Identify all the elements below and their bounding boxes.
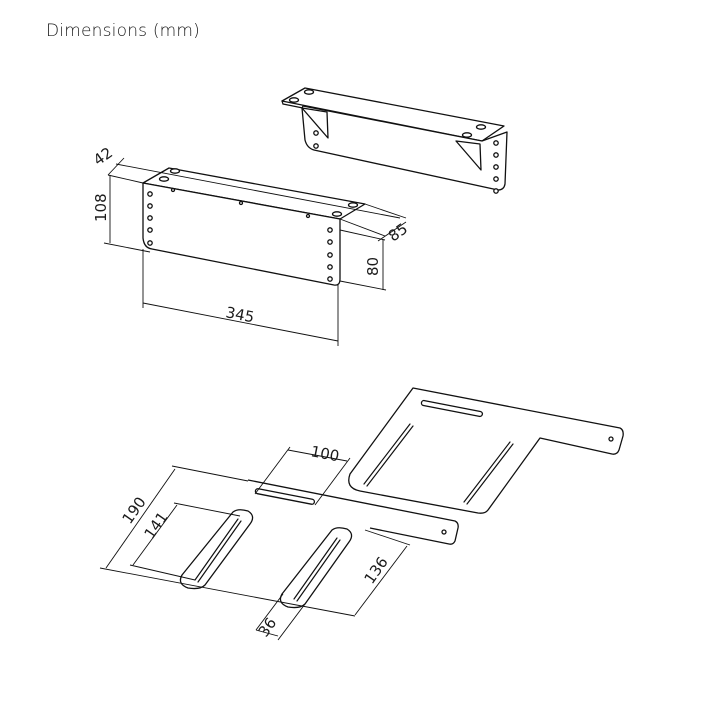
plate-3d-view bbox=[348, 387, 624, 514]
page-title: Dimensions (mm) bbox=[46, 21, 201, 41]
dim-slot-length: 100 bbox=[309, 442, 341, 465]
dim-side-height: 80 bbox=[364, 257, 382, 276]
bracket-dimensioned-view: 42 108 85 80 345 bbox=[90, 144, 411, 346]
dim-flange-depth: 42 bbox=[90, 144, 116, 170]
dim-width: 345 bbox=[224, 303, 256, 326]
dim-slot-width: 36 bbox=[255, 614, 281, 640]
dim-depth: 85 bbox=[385, 220, 411, 246]
dim-tab-length: 136 bbox=[361, 554, 392, 588]
dim-height: 108 bbox=[92, 193, 110, 222]
plate-dimensioned-view: 100 190 141 136 36 bbox=[99, 442, 459, 640]
bracket-3d-view bbox=[281, 87, 508, 194]
dim-overall-depth: 190 bbox=[119, 494, 150, 528]
dim-slot-offset: 141 bbox=[141, 509, 172, 543]
